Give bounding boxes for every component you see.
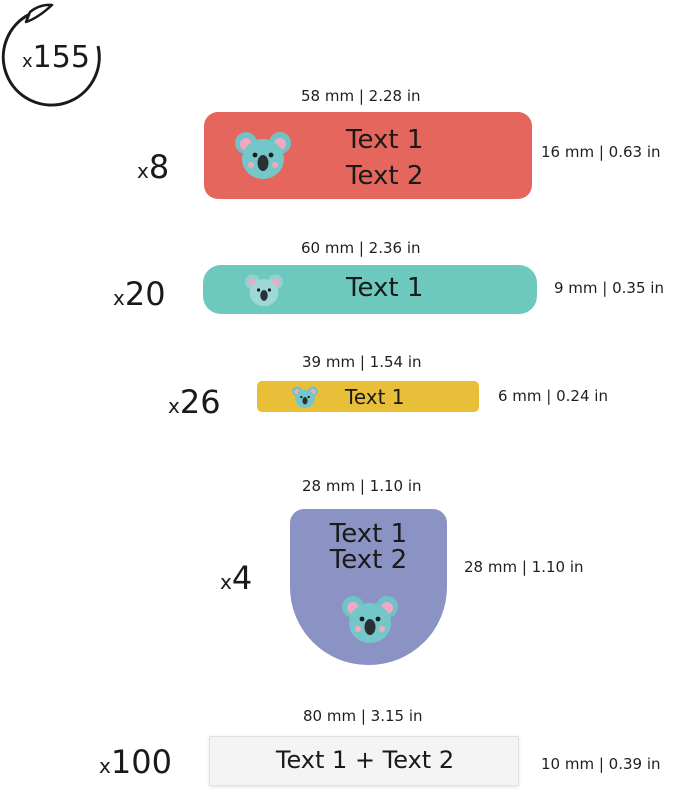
badge-count: x155 <box>22 40 90 75</box>
label-1-width: 58 mm | 2.28 in <box>301 87 421 105</box>
label-5-height: 10 mm | 0.39 in <box>541 755 661 773</box>
label-3-line-1: Text 1 <box>345 385 405 409</box>
label-3-width: 39 mm | 1.54 in <box>302 353 422 371</box>
koala-icon <box>342 596 398 643</box>
peeling-sticker-icon <box>1 3 101 107</box>
label-1-quantity: x8 <box>137 148 169 186</box>
label-4-line-2: Text 2 <box>329 545 408 575</box>
label-2-width: 60 mm | 2.36 in <box>301 239 421 257</box>
qty-number: 100 <box>110 743 172 781</box>
label-1-preview: Text 1 Text 2 <box>204 112 532 199</box>
label-1-line-1: Text 1 <box>346 125 424 155</box>
qty-prefix: x <box>220 570 232 594</box>
qty-prefix: x <box>137 159 149 183</box>
qty-prefix: x <box>168 394 180 418</box>
badge-prefix: x <box>22 51 33 72</box>
label-1-height: 16 mm | 0.63 in <box>541 143 661 161</box>
label-2-preview: Text 1 <box>203 265 537 314</box>
qty-number: 8 <box>148 148 170 186</box>
qty-prefix: x <box>99 754 111 778</box>
label-4-preview: Text 1 Text 2 <box>290 509 447 665</box>
qty-number: 26 <box>179 383 221 421</box>
label-5-width: 80 mm | 3.15 in <box>303 707 423 725</box>
label-4-height: 28 mm | 1.10 in <box>464 558 584 576</box>
qty-number: 20 <box>124 275 166 313</box>
qty-number: 4 <box>231 559 253 597</box>
badge-number: 155 <box>32 40 90 75</box>
label-5-quantity: x100 <box>99 743 172 781</box>
label-2-quantity: x20 <box>113 275 166 313</box>
label-2-line-1: Text 1 <box>346 273 424 303</box>
label-2-height: 9 mm | 0.35 in <box>554 279 664 297</box>
label-1-line-2: Text 2 <box>346 161 424 191</box>
label-3-height: 6 mm | 0.24 in <box>498 387 608 405</box>
koala-icon <box>235 132 291 179</box>
label-5-preview: Text 1 + Text 2 <box>209 736 519 786</box>
koala-icon <box>292 386 318 409</box>
label-5-line-1: Text 1 + Text 2 <box>275 746 455 774</box>
label-4-line-1: Text 1 <box>329 519 408 549</box>
label-3-quantity: x26 <box>168 383 221 421</box>
koala-icon <box>245 274 283 307</box>
qty-prefix: x <box>113 286 125 310</box>
label-3-preview: Text 1 <box>257 381 479 412</box>
quantity-badge: x155 <box>0 0 112 112</box>
label-4-width: 28 mm | 1.10 in <box>302 477 422 495</box>
label-4-quantity: x4 <box>220 559 252 597</box>
